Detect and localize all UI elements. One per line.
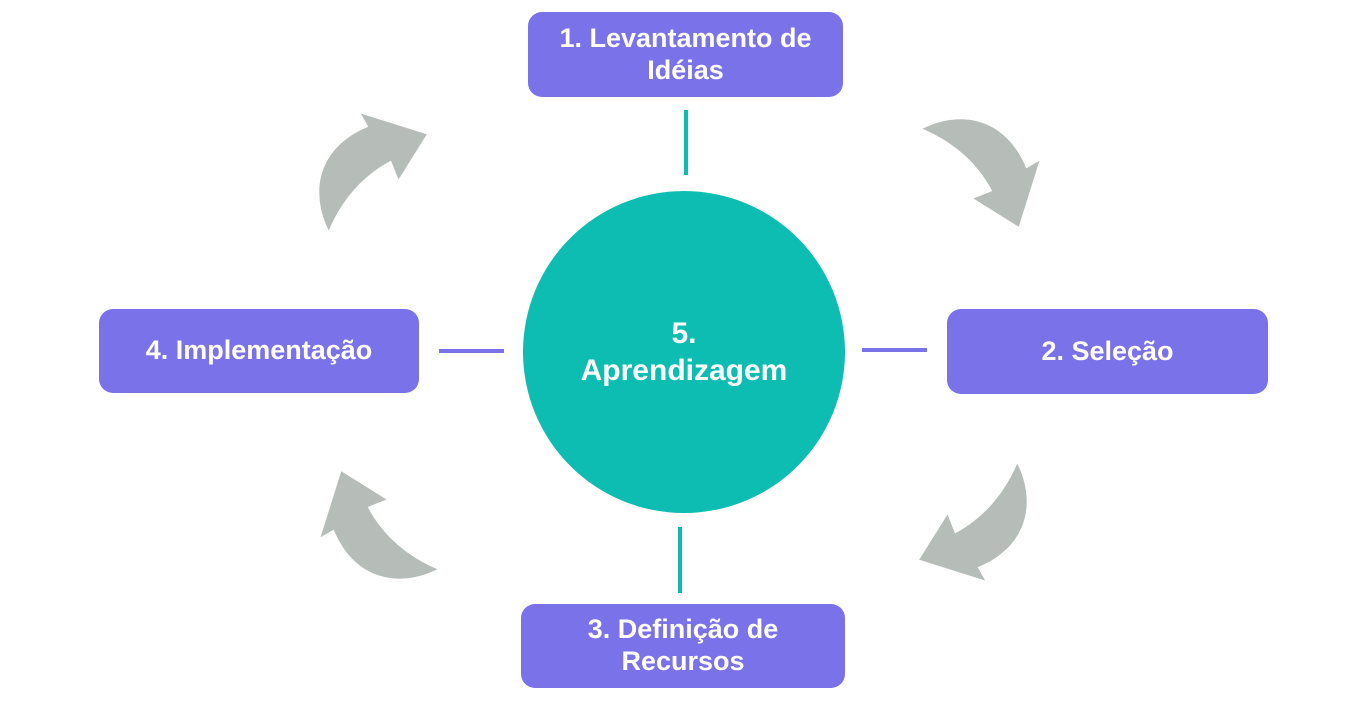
- node-selecao: 2. Seleção: [947, 309, 1268, 394]
- cycle-arrow-icon: [906, 456, 1038, 588]
- node-label: 2. Seleção: [1041, 335, 1174, 366]
- node-label: 3. Definição de Recursos: [587, 614, 779, 676]
- connector-bottom: [678, 527, 682, 593]
- connector-right: [862, 348, 927, 352]
- node-label: 1. Levantamento de Idéias: [559, 22, 812, 85]
- node-definicao-de-recursos: 3. Definição de Recursos: [521, 604, 845, 688]
- center-label-number: 5.: [671, 316, 697, 350]
- cycle-arrow-icon: [915, 108, 1047, 240]
- node-levantamento-de-ideias: 1. Levantamento de Idéias: [528, 12, 843, 97]
- node-label: 4. Implementação: [145, 335, 373, 366]
- center-node-aprendizagem: 5. Aprendizagem: [523, 191, 845, 513]
- connector-top: [684, 110, 688, 175]
- cycle-arrow-icon: [313, 458, 445, 590]
- center-label-text: Aprendizagem: [580, 354, 788, 387]
- node-implementacao: 4. Implementação: [99, 309, 419, 393]
- connector-left: [439, 349, 504, 353]
- cycle-arrow-icon: [308, 106, 440, 238]
